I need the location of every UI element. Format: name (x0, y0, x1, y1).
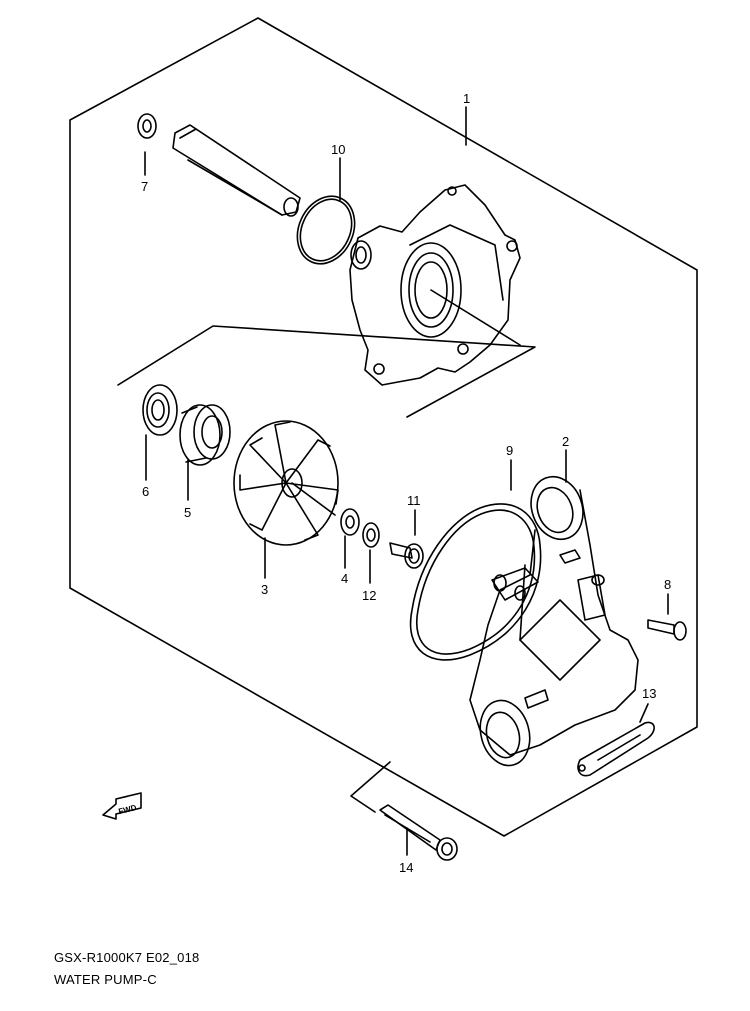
long-bolt-14 (379, 804, 458, 861)
callout-2: 2 (562, 434, 569, 449)
callout-3: 3 (261, 582, 268, 597)
oil-seal-6 (142, 384, 178, 436)
leader-lines (144, 106, 669, 856)
case-bolt-8 (647, 619, 687, 641)
washer-7 (137, 113, 157, 139)
callout-13: 13 (642, 686, 656, 701)
impeller-bolt-11 (389, 542, 424, 569)
pump-shaft (172, 124, 301, 217)
callout-7: 7 (141, 179, 148, 194)
callout-4: 4 (341, 571, 348, 586)
diagram-model-code: GSX-R1000K7 E02_018 (54, 950, 200, 965)
clamp-13 (577, 721, 655, 777)
callout-6: 6 (142, 484, 149, 499)
assembly-frame (69, 17, 698, 837)
callout-9: 9 (506, 443, 513, 458)
pump-case-2 (469, 475, 639, 767)
callout-12: 12 (362, 588, 376, 603)
subgroup-bracket (117, 325, 536, 418)
o-ring-9 (409, 503, 542, 661)
fwd-arrow-icon (102, 792, 142, 820)
fwd-label: FWD (118, 803, 138, 816)
callout-11: 11 (407, 493, 421, 508)
bolt-bracket (350, 761, 391, 813)
mechanical-seal-5 (179, 404, 231, 466)
o-ring-10 (296, 195, 356, 265)
callout-14: 14 (399, 860, 413, 875)
callout-10: 10 (331, 142, 345, 157)
callout-labels: 1 2 3 4 5 6 7 8 9 10 11 12 13 14 (141, 91, 671, 875)
diagram-title: WATER PUMP-C (54, 972, 157, 987)
washer-4 (340, 508, 360, 536)
callout-5: 5 (184, 505, 191, 520)
impeller-3 (233, 420, 339, 546)
pump-cover-1 (349, 184, 521, 386)
callout-1: 1 (463, 91, 470, 106)
callout-8: 8 (664, 577, 671, 592)
washer-12 (362, 522, 380, 548)
